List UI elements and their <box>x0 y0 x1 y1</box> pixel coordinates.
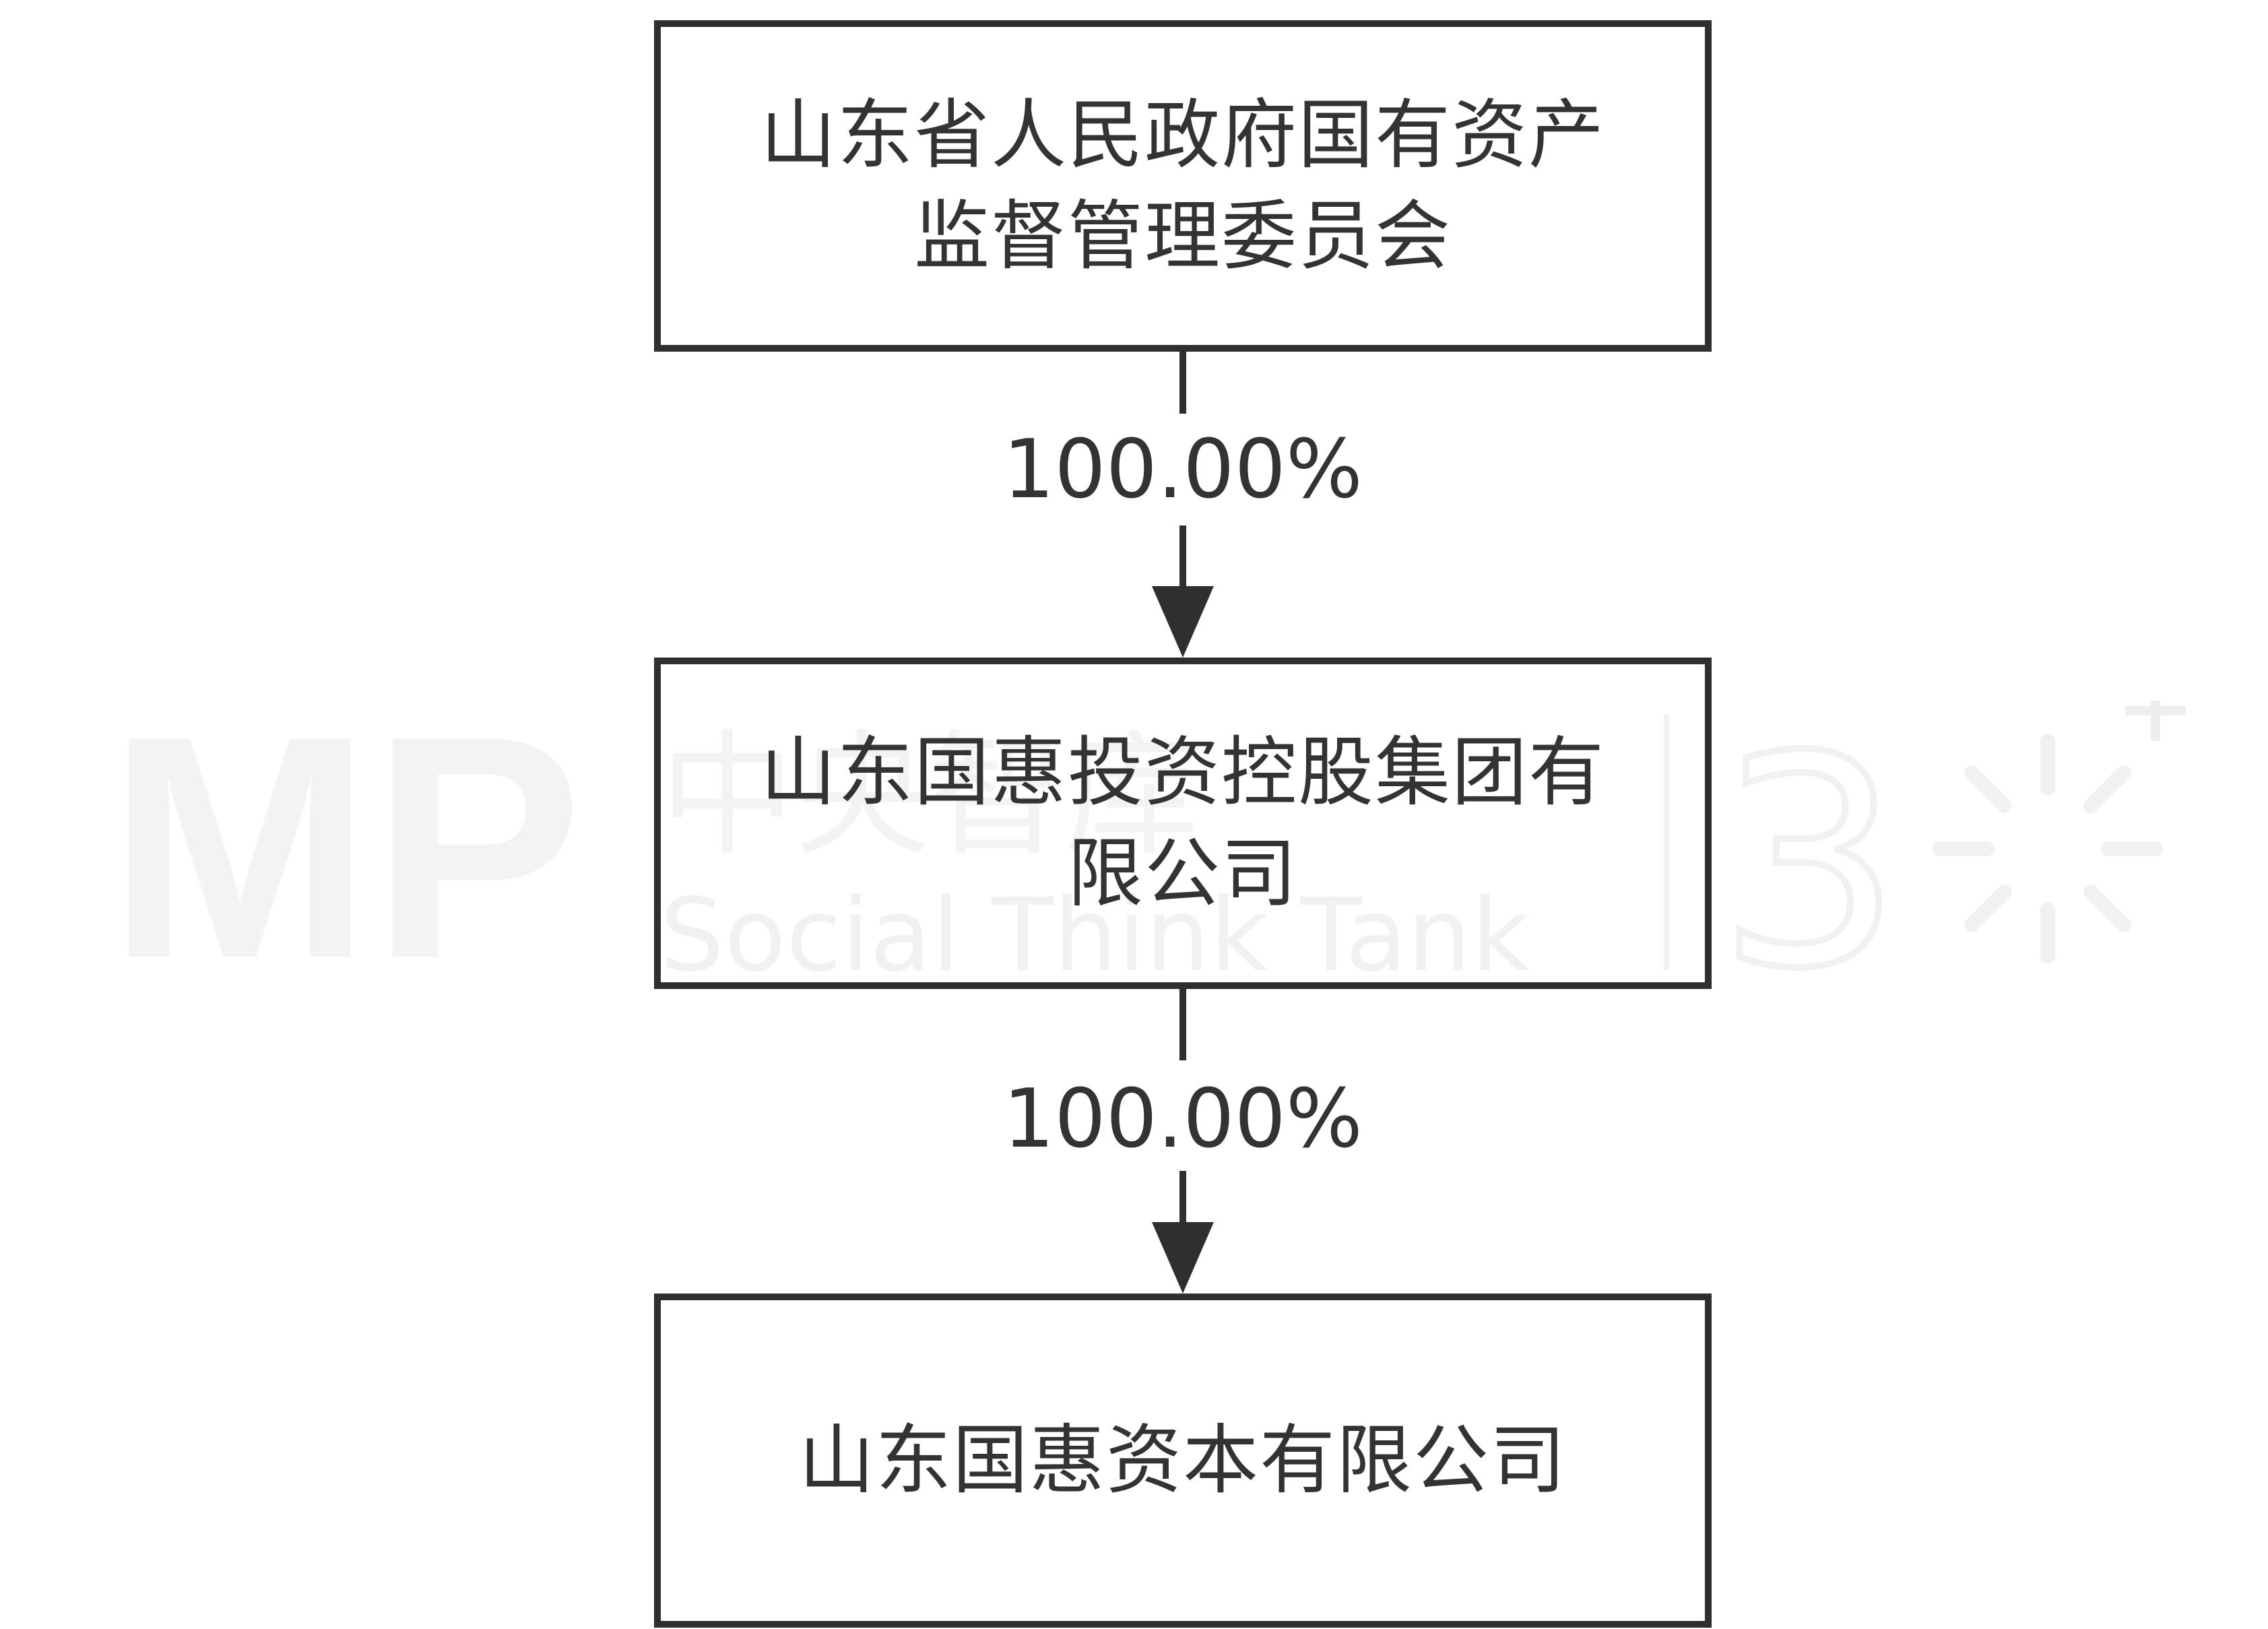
node-sasac-line-2: 监督管理委员会 <box>914 193 1452 280</box>
watermark-logo: MP <box>108 701 583 984</box>
edge-1-line-bottom <box>1179 525 1186 593</box>
node-guohui-holding: 山东国惠投资控股集团有 限公司 <box>654 658 1712 989</box>
edge-2-line-bottom <box>1179 1171 1186 1229</box>
node-guohui-capital: 山东国惠资本有限公司 <box>654 1293 1712 1628</box>
node-guohui-holding-line-2: 限公司 <box>1068 830 1298 918</box>
edge-1-line-top <box>1179 352 1186 414</box>
watermark-sunburst-icon <box>1933 734 2163 964</box>
node-sasac: 山东省人民政府国有资产 监督管理委员会 <box>654 20 1712 352</box>
watermark-number: 3 <box>1718 701 1902 984</box>
edge-2-label: 100.00% <box>981 1073 1385 1167</box>
watermark-plus-icon <box>2125 701 2186 741</box>
edge-2-line-top <box>1179 989 1186 1060</box>
node-guohui-capital-line-1: 山东国惠资本有限公司 <box>799 1417 1567 1504</box>
node-guohui-holding-line-1: 山东国惠投资控股集团有 <box>760 729 1605 817</box>
edge-1-label: 100.00% <box>981 423 1385 517</box>
node-sasac-line-1: 山东省人民政府国有资产 <box>760 92 1605 179</box>
